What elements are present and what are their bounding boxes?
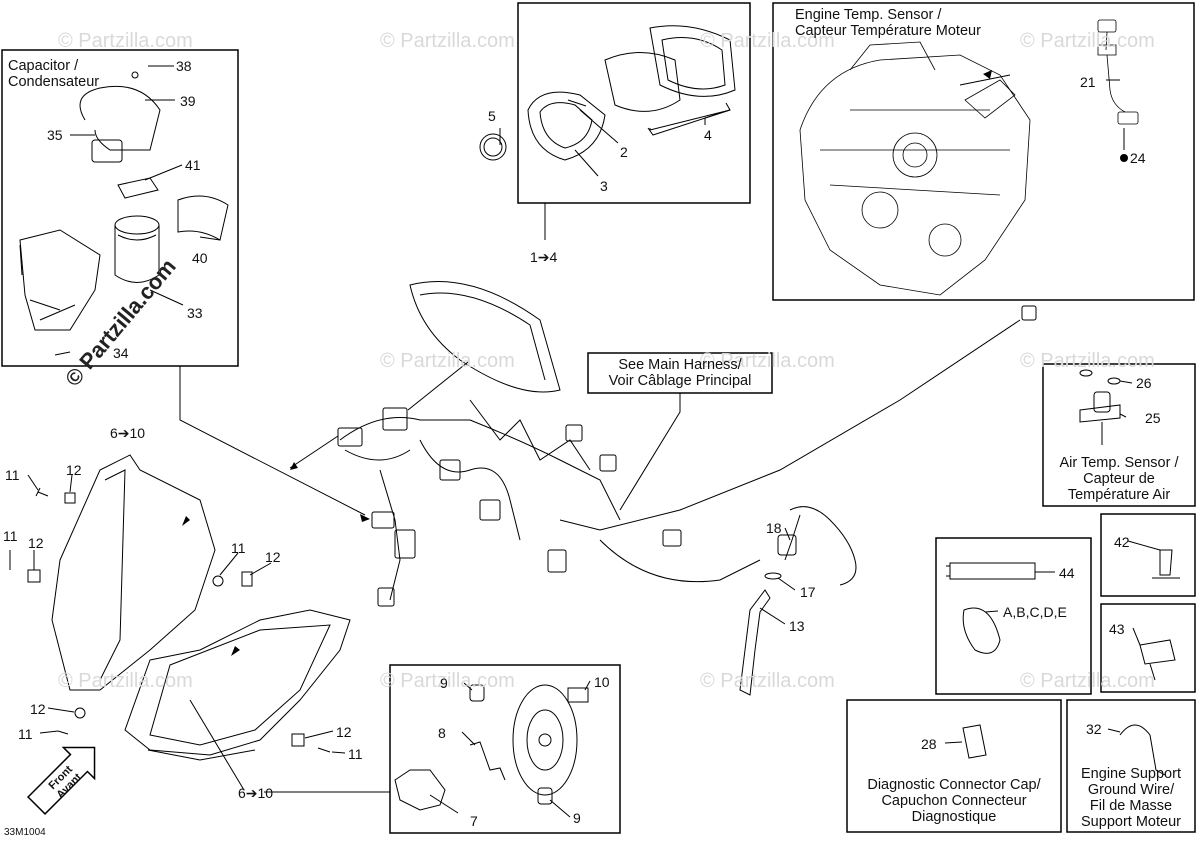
watermark: © Partzilla.com: [1020, 30, 1155, 52]
engine-temp-caption: Engine Temp. Sensor / Capteur Températur…: [795, 7, 981, 39]
diag-frame: [846, 699, 1062, 833]
part-label: 17: [800, 584, 816, 600]
watermark: © Partzilla.com: [700, 30, 835, 52]
diag-cap-caption: Diagnostic Connector Cap/ Capuchon Conne…: [847, 777, 1061, 825]
caption-line: Diagnostique: [911, 809, 997, 825]
part-label: 8: [438, 725, 446, 741]
part-label: 44: [1059, 565, 1075, 581]
part-label: 10: [594, 674, 610, 690]
part-label: 41: [185, 157, 201, 173]
gauge-frame: [517, 2, 751, 204]
watermark: © Partzilla.com: [700, 350, 835, 372]
caption-line: Voir Câblage Principal: [608, 373, 752, 389]
capacitor-illustration: [19, 71, 229, 331]
main-harness-caption: See Main Harness/ Voir Câblage Principal: [588, 357, 772, 389]
fastener-43-frame: [1100, 603, 1196, 693]
ground-wire-caption: Engine Support Ground Wire/ Fil de Masse…: [1067, 766, 1195, 830]
watermark: © Partzilla.com: [380, 670, 515, 692]
leader-lines: [9, 65, 1161, 818]
part-label: 9: [440, 675, 448, 691]
part-label: 5: [488, 108, 496, 124]
dess-cord-illustration: [739, 506, 857, 696]
gauge-illustration: [479, 25, 736, 161]
part-label: 18: [766, 520, 782, 536]
part-label: 34: [113, 345, 129, 361]
watermark: © Partzilla.com: [380, 30, 515, 52]
part-label: A,B,C,D,E: [1003, 604, 1067, 620]
caption-line: Air Temp. Sensor /: [1059, 455, 1179, 471]
wiring-harness-illustration: [337, 281, 1037, 607]
bulb-illustration: [394, 684, 589, 811]
part-label: 2: [620, 144, 628, 160]
part-label: 11: [5, 467, 20, 483]
ground-wire-frame: [1066, 699, 1196, 833]
part-label: 38: [176, 58, 192, 74]
part-label: 12: [30, 701, 46, 717]
watermark: © Partzilla.com: [58, 670, 193, 692]
caption-line: Ground Wire/: [1087, 782, 1175, 798]
caption-line: Capacitor /: [8, 58, 79, 74]
headlight-illustration: [27, 454, 351, 761]
part-label: 11: [18, 726, 33, 742]
part-label: 11: [3, 528, 18, 544]
caption-line: Capuchon Connecteur: [881, 793, 1027, 809]
part-label: 25: [1145, 410, 1161, 426]
arrows: [182, 70, 1128, 656]
engine-illustration: [799, 19, 1139, 296]
part-label: 12: [336, 724, 352, 740]
part-label: 39: [180, 93, 196, 109]
watermark: © Partzilla.com: [380, 350, 515, 372]
part-label: 35: [47, 127, 63, 143]
air-temp-frame: [1042, 363, 1196, 507]
part-label: 33: [187, 305, 203, 321]
part-label: 26: [1136, 375, 1152, 391]
capacitor-frame: [1, 49, 239, 367]
part-label: 6➔10: [238, 785, 274, 801]
caption-line: Engine Temp. Sensor /: [795, 7, 942, 23]
caption-line: Capteur de: [1083, 471, 1155, 487]
caption-line: Diagnostic Connector Cap/: [867, 777, 1041, 793]
caption-line: Condensateur: [8, 74, 100, 90]
part-label: 12: [66, 462, 82, 478]
kit-44-frame: [935, 537, 1092, 695]
part-label: 12: [28, 535, 44, 551]
part-label: 9: [573, 810, 581, 826]
air-temp-caption: Air Temp. Sensor / Capteur de Températur…: [1043, 455, 1195, 503]
part-label: 28: [921, 736, 937, 752]
bulb-frame: [389, 664, 621, 834]
caption-line: See Main Harness/: [618, 357, 742, 373]
part-label: 42: [1114, 534, 1130, 550]
watermark: © Partzilla.com: [1020, 350, 1155, 372]
part-label: 12: [265, 549, 281, 565]
front-arrow-icon: [26, 746, 96, 816]
part-label: 24: [1130, 150, 1146, 166]
watermark: © Partzilla.com: [58, 30, 193, 52]
part-label: 7: [470, 813, 478, 829]
caption-line: Fil de Masse: [1089, 798, 1173, 814]
caption-line: Capteur Température Moteur: [795, 23, 981, 39]
part-label: 4: [704, 127, 712, 143]
part-label: 43: [1109, 621, 1125, 637]
drawing-code: 33M1004: [4, 827, 46, 838]
engine-frame: [772, 2, 1195, 301]
part-label: 6➔10: [110, 425, 146, 441]
caption-line: Température Air: [1067, 487, 1171, 503]
part-label: 11: [231, 540, 246, 556]
small-parts-illustration: [946, 369, 1180, 776]
part-label: 40: [192, 250, 208, 266]
part-label: 11: [348, 746, 363, 762]
fastener-42-frame: [1100, 513, 1196, 597]
caption-line: Support Moteur: [1081, 814, 1181, 830]
capacitor-caption: Capacitor / Condensateur: [8, 58, 99, 90]
part-label: 21: [1080, 74, 1096, 90]
watermark: © Partzilla.com: [1020, 670, 1155, 692]
caption-line: Engine Support: [1081, 766, 1181, 782]
watermark: © Partzilla.com: [700, 670, 835, 692]
part-label: 3: [600, 178, 608, 194]
part-label: 13: [789, 618, 805, 634]
part-label: 32: [1086, 721, 1102, 737]
part-label: 1➔4: [530, 249, 558, 265]
